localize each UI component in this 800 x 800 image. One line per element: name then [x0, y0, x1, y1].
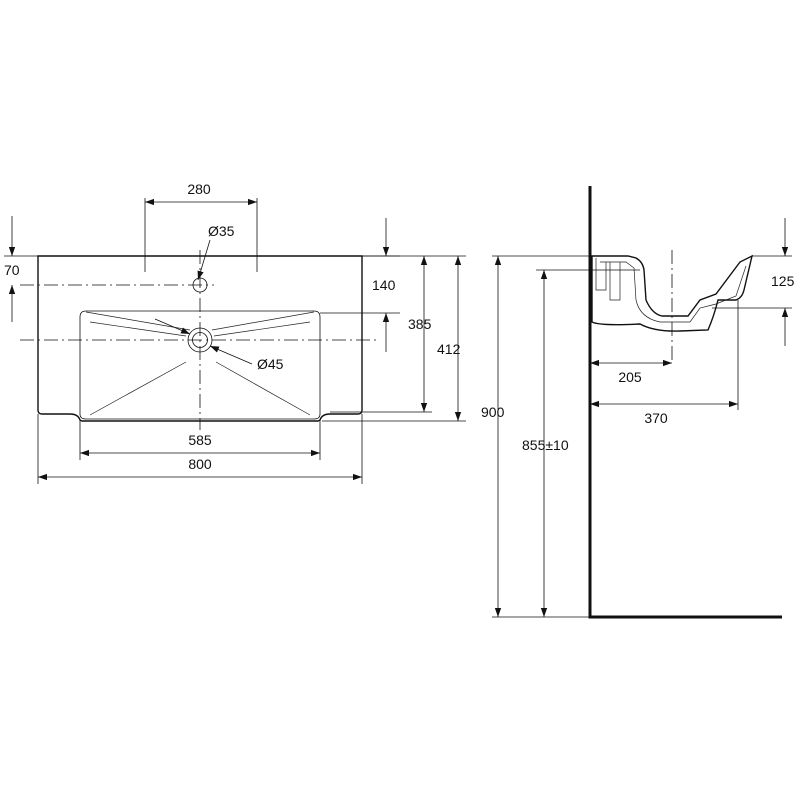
leader-45	[209, 345, 253, 365]
dim-tap-hole-offset: 70	[4, 262, 20, 278]
dim-wall-to-drain: 205	[618, 369, 642, 385]
basin-outline	[37, 255, 363, 422]
dim-rim-height: 855±10	[522, 437, 569, 453]
dim-bowl-depth: 385	[408, 316, 432, 332]
dim-bowl-width: 585	[188, 432, 212, 448]
dim-tap-hole-diameter: Ø35	[208, 223, 235, 239]
basin-profile	[591, 254, 754, 332]
dim-projection: 370	[644, 410, 668, 426]
bowl-outline	[79, 310, 321, 420]
side-view: 125 205 370 900 855±10	[481, 186, 795, 619]
dim-depth-to-bowl-edge: 140	[372, 277, 396, 293]
dim-basin-height: 125	[771, 273, 795, 289]
bowl-slope-lines	[85, 311, 315, 416]
basin-bracket	[595, 258, 621, 301]
dim-drain-diameter: Ø45	[257, 356, 284, 372]
wall-and-floor	[588, 186, 782, 619]
dim-mounting-height: 900	[481, 404, 505, 420]
basin-inner-profile	[600, 261, 747, 323]
top-view: 280 Ø35 70 140 385 412 Ø45 585	[4, 181, 466, 484]
leader-35	[197, 239, 211, 281]
dim-tap-hole-spacing: 280	[187, 181, 211, 197]
dim-overall-width: 800	[188, 456, 212, 472]
dim-overall-depth: 412	[437, 341, 461, 357]
